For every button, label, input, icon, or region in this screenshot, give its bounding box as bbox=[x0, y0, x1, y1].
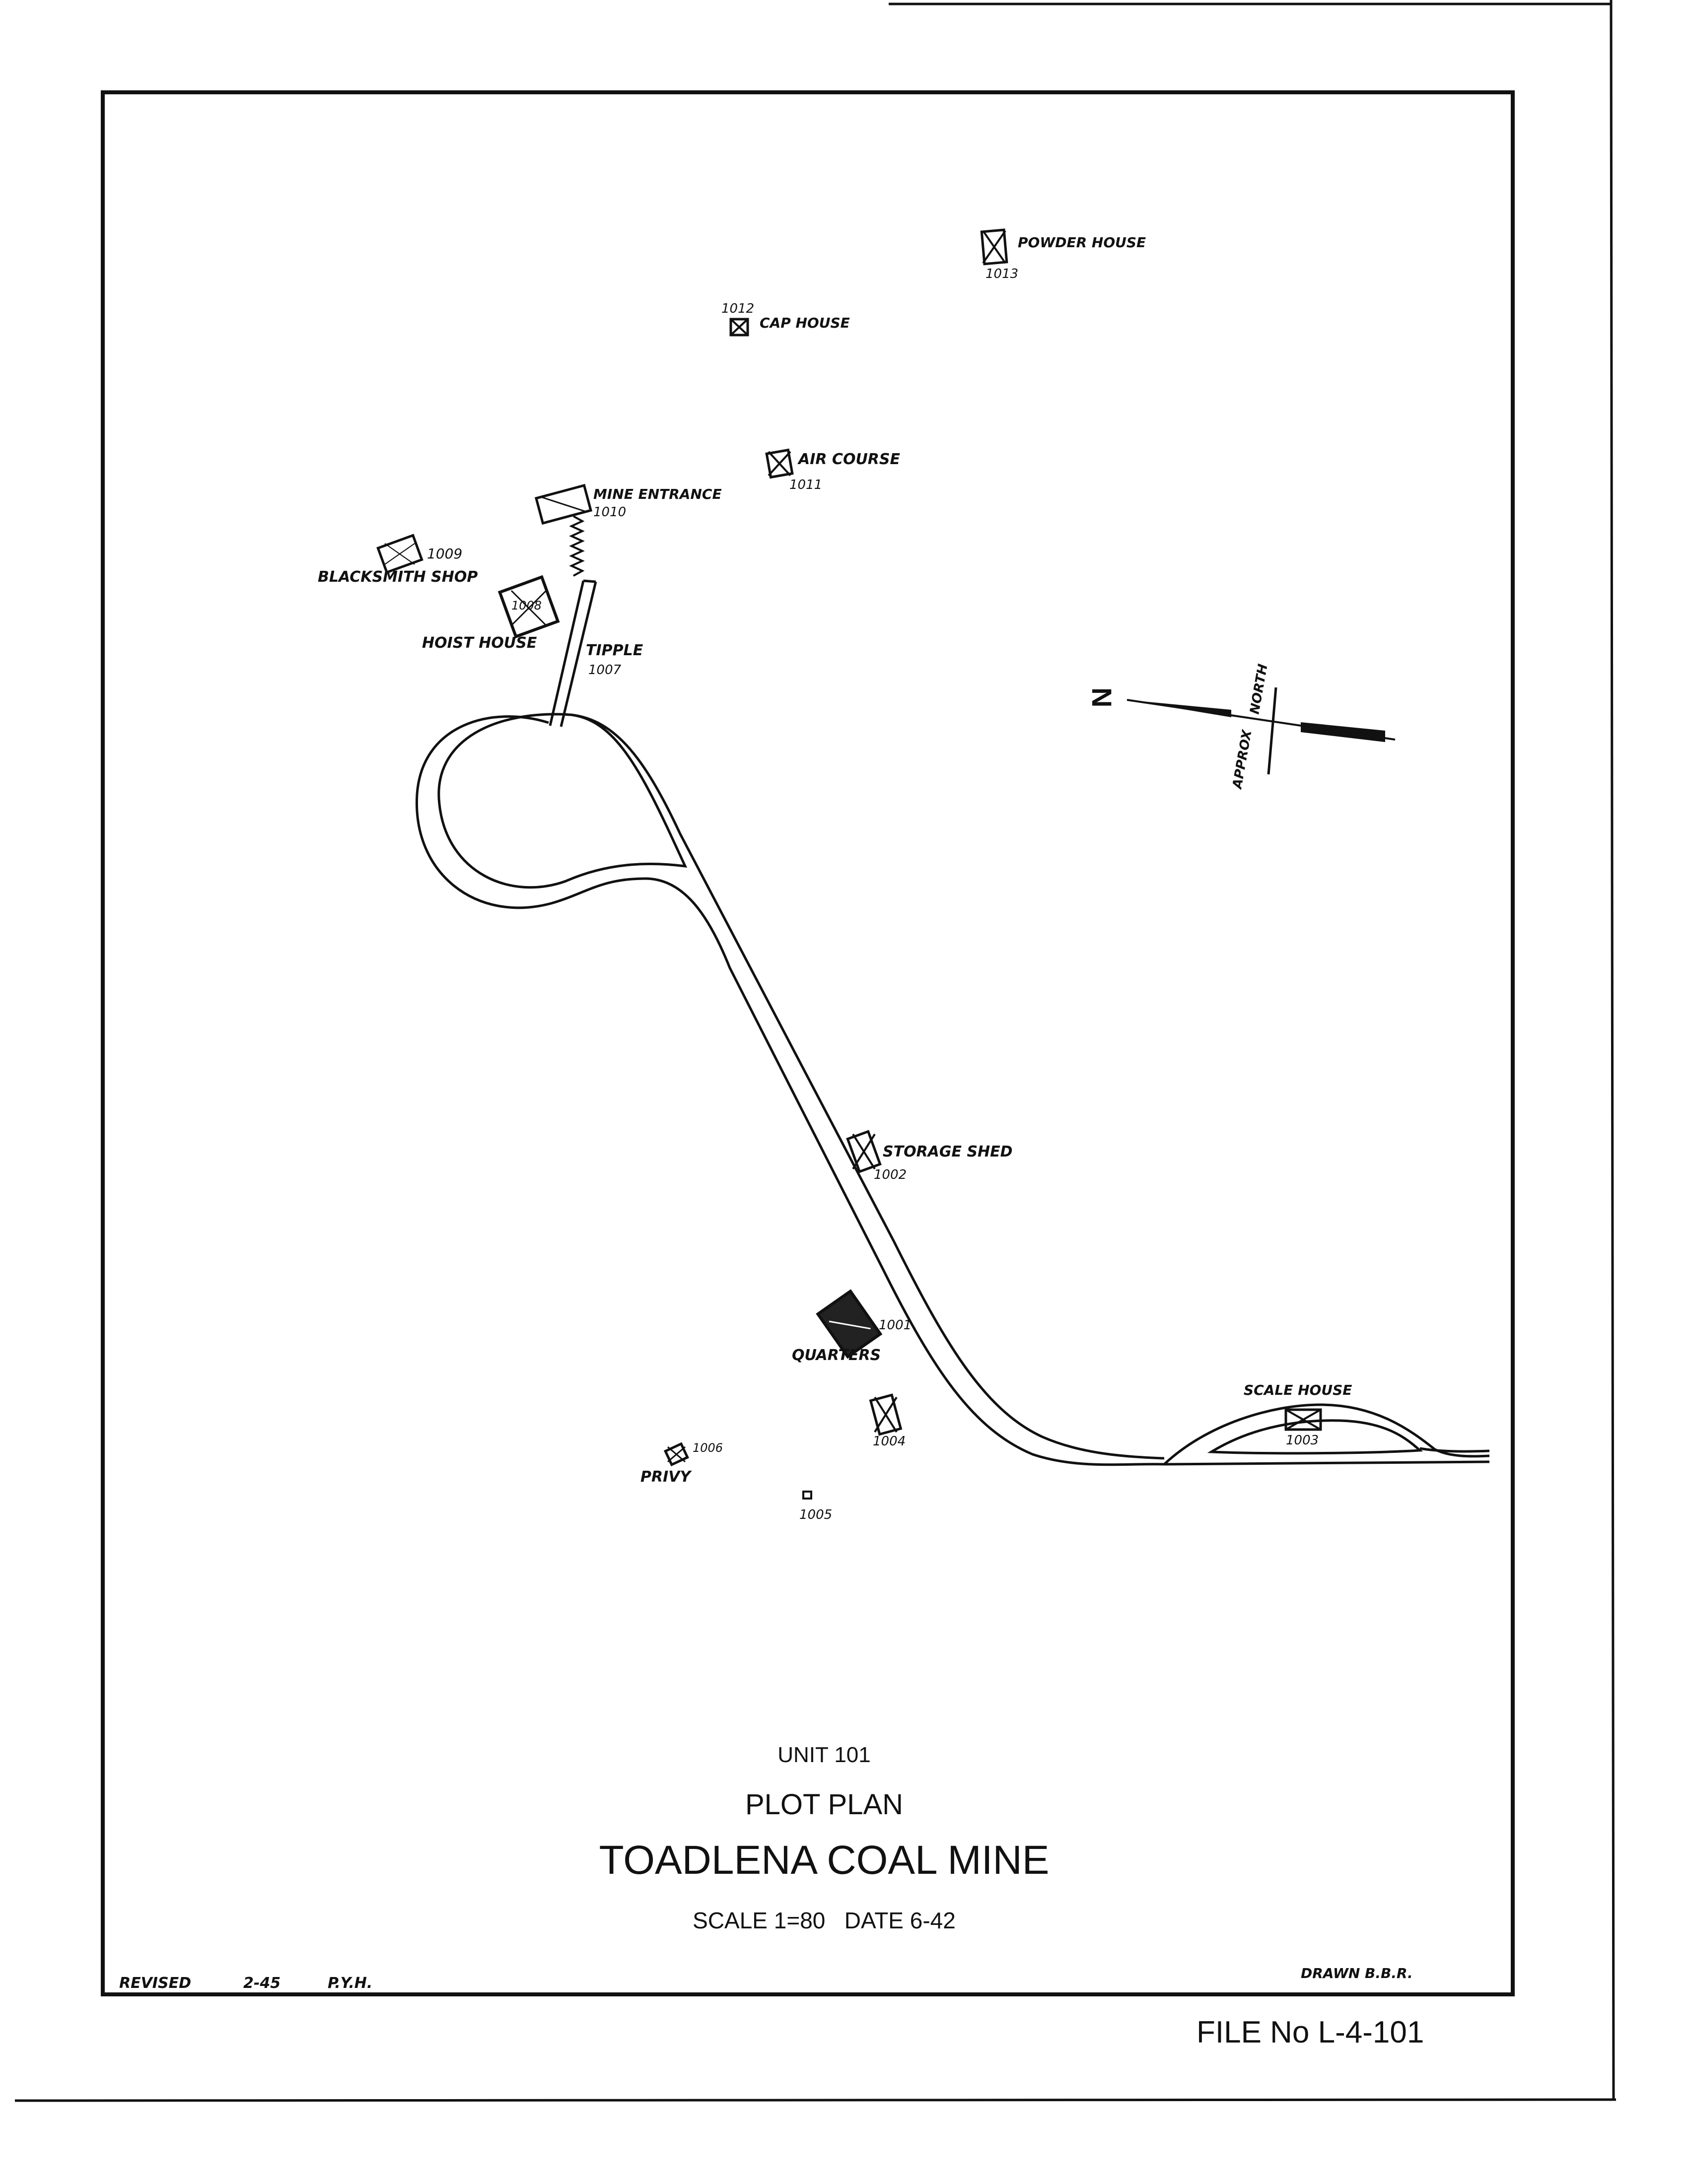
id-hoist-house: 1008 bbox=[511, 599, 542, 613]
revised-initials: P.Y.H. bbox=[328, 1975, 372, 1992]
road bbox=[415, 713, 1490, 1466]
north-letter: N bbox=[1086, 687, 1118, 707]
id-blacksmith-shop: 1009 bbox=[427, 546, 462, 562]
label-quarters: QUARTERS bbox=[792, 1347, 881, 1364]
mine-name: TOADLENA COAL MINE bbox=[599, 1838, 1050, 1883]
building-quarters bbox=[816, 1289, 883, 1359]
north-approx: APPROX bbox=[1230, 728, 1255, 791]
id-scale-house: 1003 bbox=[1286, 1433, 1319, 1448]
label-tipple: TIPPLE bbox=[586, 642, 643, 659]
scale-date: SCALE 1=80 DATE 6-42 bbox=[693, 1908, 956, 1933]
revised-date: 2-45 bbox=[243, 1975, 281, 1992]
label-privy: PRIVY bbox=[640, 1468, 692, 1486]
building-1004 bbox=[869, 1393, 903, 1436]
unit-number: UNIT 101 bbox=[777, 1743, 871, 1767]
id-1004: 1004 bbox=[873, 1434, 906, 1449]
label-air-course: AIR COURSE bbox=[797, 451, 901, 468]
file-number: FILE No L-4-101 bbox=[1196, 2015, 1424, 2049]
drawn-by: DRAWN B.B.R. bbox=[1301, 1965, 1413, 1981]
id-powder-house: 1013 bbox=[985, 267, 1018, 281]
label-mine-entrance: MINE ENTRANCE bbox=[593, 486, 722, 502]
id-mine-entrance: 1010 bbox=[593, 505, 626, 520]
plan-type: PLOT PLAN bbox=[745, 1788, 903, 1821]
building-blacksmith-shop bbox=[376, 534, 423, 574]
label-storage-shed: STORAGE SHED bbox=[883, 1143, 1013, 1160]
id-privy: 1006 bbox=[693, 1441, 723, 1455]
building-mine-entrance bbox=[534, 483, 593, 525]
label-blacksmith-shop: BLACKSMITH SHOP bbox=[318, 568, 478, 586]
drawing-border bbox=[101, 90, 1515, 1996]
north-north: NORTH bbox=[1247, 663, 1270, 715]
tipple-conveyor bbox=[549, 515, 597, 727]
id-cap-house: 1012 bbox=[721, 301, 754, 316]
label-hoist-house: HOIST HOUSE bbox=[422, 634, 537, 652]
building-cap-house bbox=[729, 318, 749, 337]
id-tipple: 1007 bbox=[588, 663, 622, 678]
building-hoist-house bbox=[497, 575, 560, 639]
revised-label: REVISED bbox=[119, 1975, 191, 1992]
label-scale-house: SCALE HOUSE bbox=[1244, 1382, 1352, 1398]
id-quarters: 1001 bbox=[879, 1318, 912, 1333]
id-air-course: 1011 bbox=[789, 478, 822, 492]
id-storage-shed: 1002 bbox=[874, 1167, 907, 1182]
building-1005 bbox=[802, 1491, 812, 1500]
north-arrow: N APPROX NORTH bbox=[1086, 663, 1396, 791]
page-edges bbox=[14, 0, 1617, 2102]
building-powder-house bbox=[980, 228, 1008, 266]
building-scale-house bbox=[1284, 1408, 1322, 1431]
building-storage-shed bbox=[846, 1130, 882, 1173]
label-powder-house: POWDER HOUSE bbox=[1018, 234, 1146, 251]
id-1005: 1005 bbox=[799, 1507, 832, 1522]
building-air-course bbox=[765, 448, 794, 479]
label-cap-house: CAP HOUSE bbox=[760, 315, 850, 331]
building-privy bbox=[663, 1442, 689, 1467]
